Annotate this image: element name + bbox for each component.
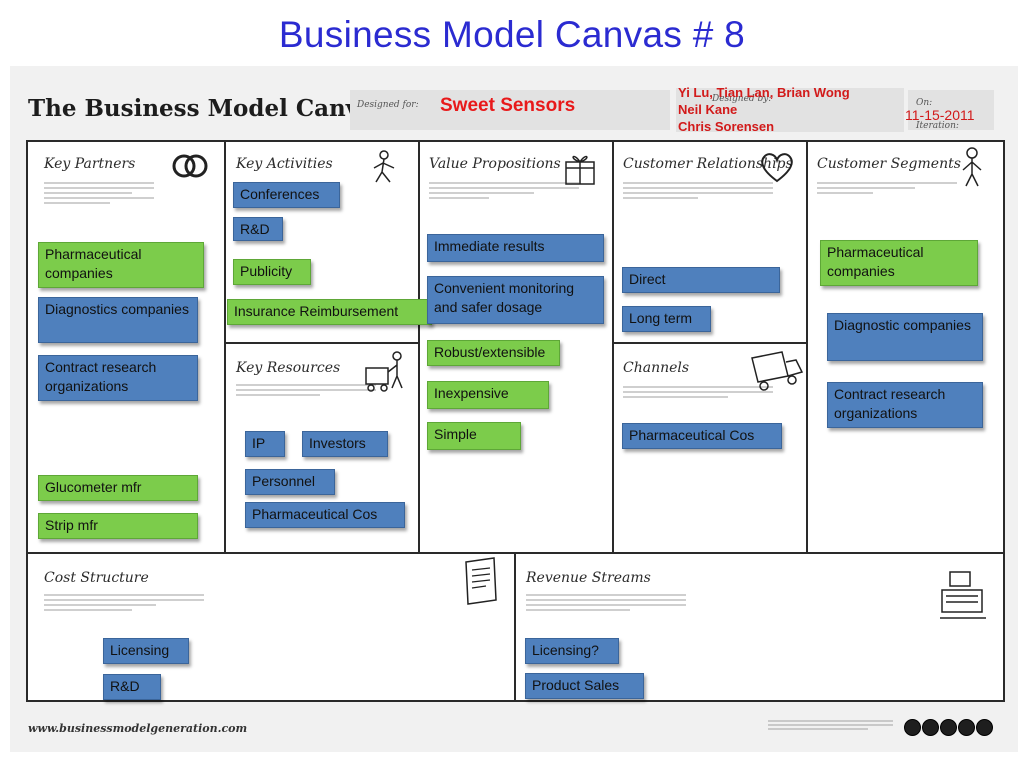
note-diagnostics-companies[interactable]: Diagnostics companies [38,297,198,343]
designed-by-box [676,88,904,132]
section-value-propositions: Value Propositions [429,156,561,172]
on-label: On: [916,98,933,108]
divider [612,142,614,554]
rings-icon [172,154,208,178]
worker-icon [373,150,395,183]
note-publicity[interactable]: Publicity [233,259,311,285]
guide-text [429,182,579,202]
note-segment-contract-research[interactable]: Contract research organizations [827,382,983,428]
divider [806,142,808,554]
note-revenue-licensing[interactable]: Licensing? [525,638,619,664]
forklift-icon [365,351,403,392]
divider [514,554,516,702]
note-convenient-monitoring[interactable]: Convenient monitoring and safer dosage [427,276,604,324]
note-personnel[interactable]: Personnel [245,469,335,495]
license-icon [976,719,993,736]
license-icon [958,719,975,736]
section-key-partners: Key Partners [44,156,136,172]
divider [418,142,420,554]
designed-for-label: Designed for: [357,100,419,110]
license-icon [940,719,957,736]
note-cost-rd[interactable]: R&D [103,674,161,700]
note-robust-extensible[interactable]: Robust/extensible [427,340,560,366]
person-icon [962,147,982,187]
team-line-3: Chris Sorensen [678,119,775,134]
note-pharmaceutical-cos-channels[interactable]: Pharmaceutical Cos [622,423,782,449]
guide-text [44,182,154,207]
section-key-resources: Key Resources [236,360,341,376]
heart-icon [761,153,793,183]
receipt-icon [465,557,497,605]
note-investors[interactable]: Investors [302,431,388,457]
note-rd-activities[interactable]: R&D [233,217,283,241]
divider [28,552,1003,554]
section-cost-structure: Cost Structure [44,570,149,586]
license-icon [922,719,939,736]
note-strip-mfr[interactable]: Strip mfr [38,513,198,539]
guide-text [44,594,204,614]
note-immediate-results[interactable]: Immediate results [427,234,604,262]
guide-text [526,594,686,614]
note-inexpensive[interactable]: Inexpensive [427,381,549,409]
footer-license-text [768,720,893,732]
truck-icon [751,351,804,391]
section-revenue-streams: Revenue Streams [526,570,651,586]
date-box [908,90,994,130]
note-simple[interactable]: Simple [427,422,521,450]
team-line-1: Yi Lu, Tian Lan, Brian Wong [678,85,850,100]
guide-text [236,384,376,399]
section-customer-segments: Customer Segments [817,156,961,172]
footer-url[interactable]: www.businessmodelgeneration.com [28,722,248,735]
section-channels: Channels [623,360,690,376]
note-cost-licensing[interactable]: Licensing [103,638,189,664]
note-product-sales[interactable]: Product Sales [525,673,644,699]
note-glucometer-mfr[interactable]: Glucometer mfr [38,475,198,501]
canvas-date: 11-15-2011 [905,107,975,123]
note-conferences[interactable]: Conferences [233,182,340,208]
designed-for-box [350,90,670,130]
project-name: Sweet Sensors [440,95,576,116]
guide-text [623,386,773,401]
section-key-activities: Key Activities [236,156,333,172]
cash-register-icon [940,571,986,619]
note-insurance-reimbursement[interactable]: Insurance Reimbursement [227,299,432,325]
gift-icon [565,155,595,185]
team-names: Yi Lu, Tian Lan, Brian Wong Neil Kane Ch… [678,84,850,135]
designed-by-label: Designed by: [712,94,772,104]
note-pharmaceutical-companies[interactable]: Pharmaceutical companies [38,242,204,288]
canvas-logo: The Business Model Canvas [28,95,387,122]
license-icon [904,719,921,736]
note-segment-pharmaceutical-companies[interactable]: Pharmaceutical companies [820,240,978,286]
section-customer-relationships: Customer Relationships [623,156,793,172]
note-segment-diagnostic-companies[interactable]: Diagnostic companies [827,313,983,361]
note-contract-research-organizations[interactable]: Contract research organizations [38,355,198,401]
note-pharmaceutical-cos-resources[interactable]: Pharmaceutical Cos [245,502,405,528]
iteration-label: Iteration: [916,121,959,131]
note-long-term[interactable]: Long term [622,306,711,332]
note-direct[interactable]: Direct [622,267,780,293]
guide-text [623,182,773,202]
note-ip[interactable]: IP [245,431,285,457]
divider [224,342,420,344]
slide-title: Business Model Canvas # 8 [278,14,746,55]
guide-text [817,182,957,197]
divider [612,342,808,344]
divider [224,142,226,554]
team-line-2: Neil Kane [678,102,738,117]
